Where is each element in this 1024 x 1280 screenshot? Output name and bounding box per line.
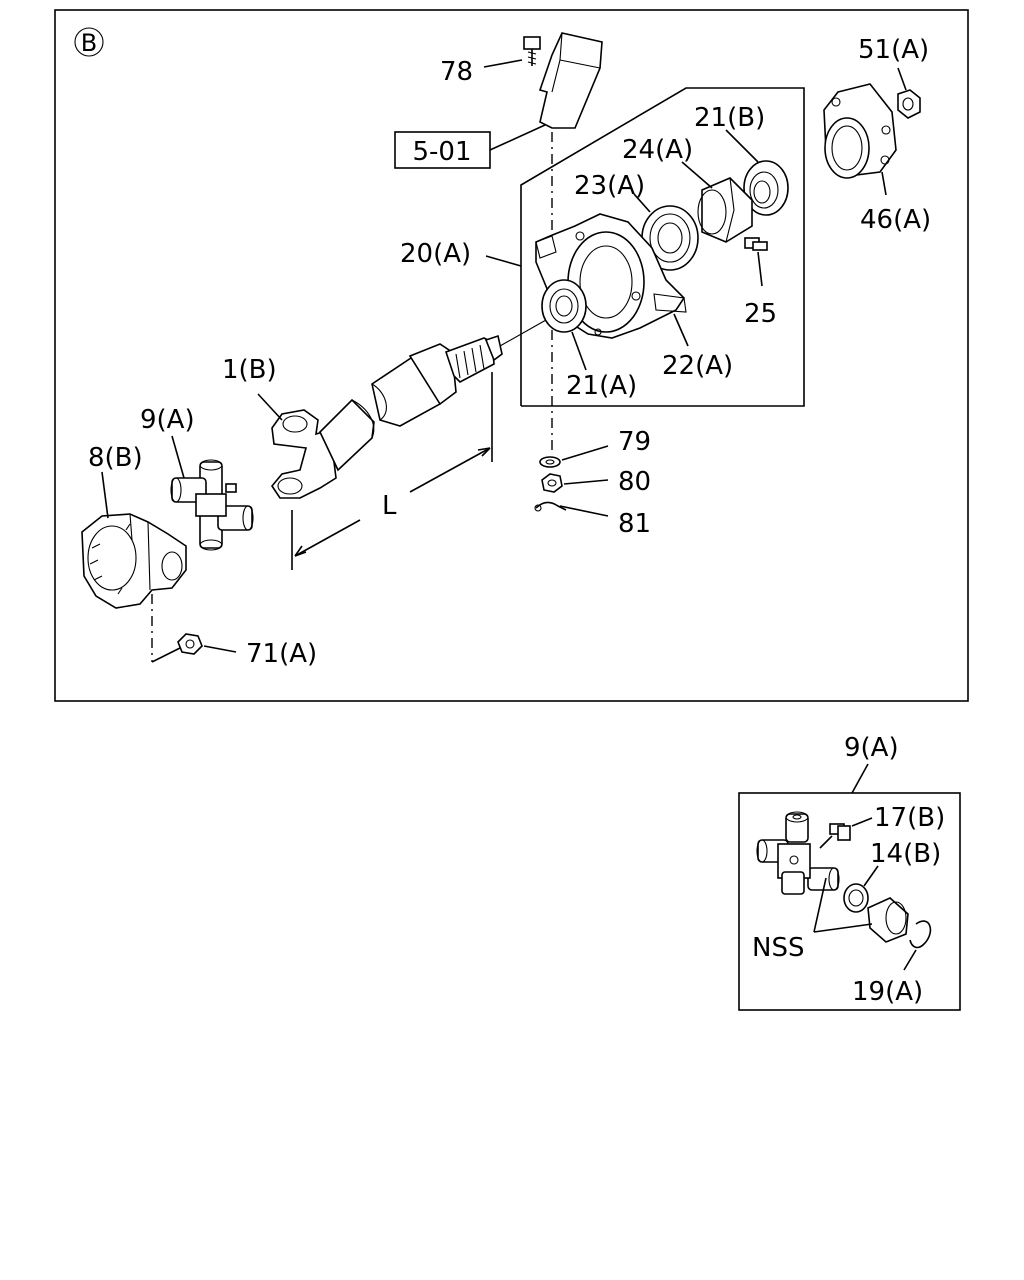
label-46a: 46(A) <box>860 205 931 235</box>
label-25: 25 <box>744 299 777 329</box>
seal-21a <box>541 279 587 333</box>
label-81: 81 <box>618 509 651 539</box>
section-marker-text: B <box>81 29 97 57</box>
inset-spider <box>756 811 840 895</box>
label-24a: 24(A) <box>622 135 693 165</box>
section-marker: B <box>74 27 104 57</box>
bracket-part <box>538 32 603 129</box>
nut-71a <box>177 633 203 655</box>
dimension-label: L <box>382 491 397 521</box>
grease-nipple-25 <box>744 237 768 251</box>
label-51a: 51(A) <box>858 35 929 65</box>
seal-21b <box>743 160 789 216</box>
label-71a: 71(A) <box>246 639 317 669</box>
label-80: 80 <box>618 467 651 497</box>
bearing-23a <box>641 205 699 271</box>
inset-bearing-cup <box>867 897 909 943</box>
label-8b: 8(B) <box>88 443 143 473</box>
label-17b: 17(B) <box>874 803 945 833</box>
inset-frame <box>738 792 961 1011</box>
main-frame <box>54 9 969 702</box>
inset-title: 9(A) <box>844 733 899 763</box>
label-1b: 1(B) <box>222 355 277 385</box>
label-79: 79 <box>618 427 651 457</box>
inset-seal-14b <box>843 883 869 913</box>
nut-80 <box>541 473 563 493</box>
label-20a: 20(A) <box>400 239 471 269</box>
spider-9a <box>170 459 254 551</box>
label-19a: 19(A) <box>852 977 923 1007</box>
label-21b: 21(B) <box>694 103 765 133</box>
propeller-shaft-1b <box>271 334 503 499</box>
label-nss: NSS <box>752 933 804 963</box>
label-78: 78 <box>440 57 473 87</box>
ref-box-text: 5-01 <box>412 137 471 167</box>
inset-snap-ring-19a <box>909 920 932 949</box>
bolt-78 <box>523 36 541 66</box>
label-22a: 22(A) <box>662 351 733 381</box>
label-14b: 14(B) <box>870 839 941 869</box>
dimension-l <box>291 372 493 570</box>
label-9a: 9(A) <box>140 405 195 435</box>
label-21a: 21(A) <box>566 371 637 401</box>
shaft-axis <box>499 319 547 347</box>
flange-yoke-8b <box>81 513 187 609</box>
label-23a: 23(A) <box>574 171 645 201</box>
center-bearing-frame <box>520 87 805 407</box>
inset-nipple-17b <box>829 823 851 841</box>
washer-79 <box>539 456 561 468</box>
nut-51a <box>897 89 921 119</box>
flange-46a <box>823 83 897 179</box>
sleeve-24a <box>697 177 753 243</box>
cotter-pin-81 <box>534 501 567 512</box>
